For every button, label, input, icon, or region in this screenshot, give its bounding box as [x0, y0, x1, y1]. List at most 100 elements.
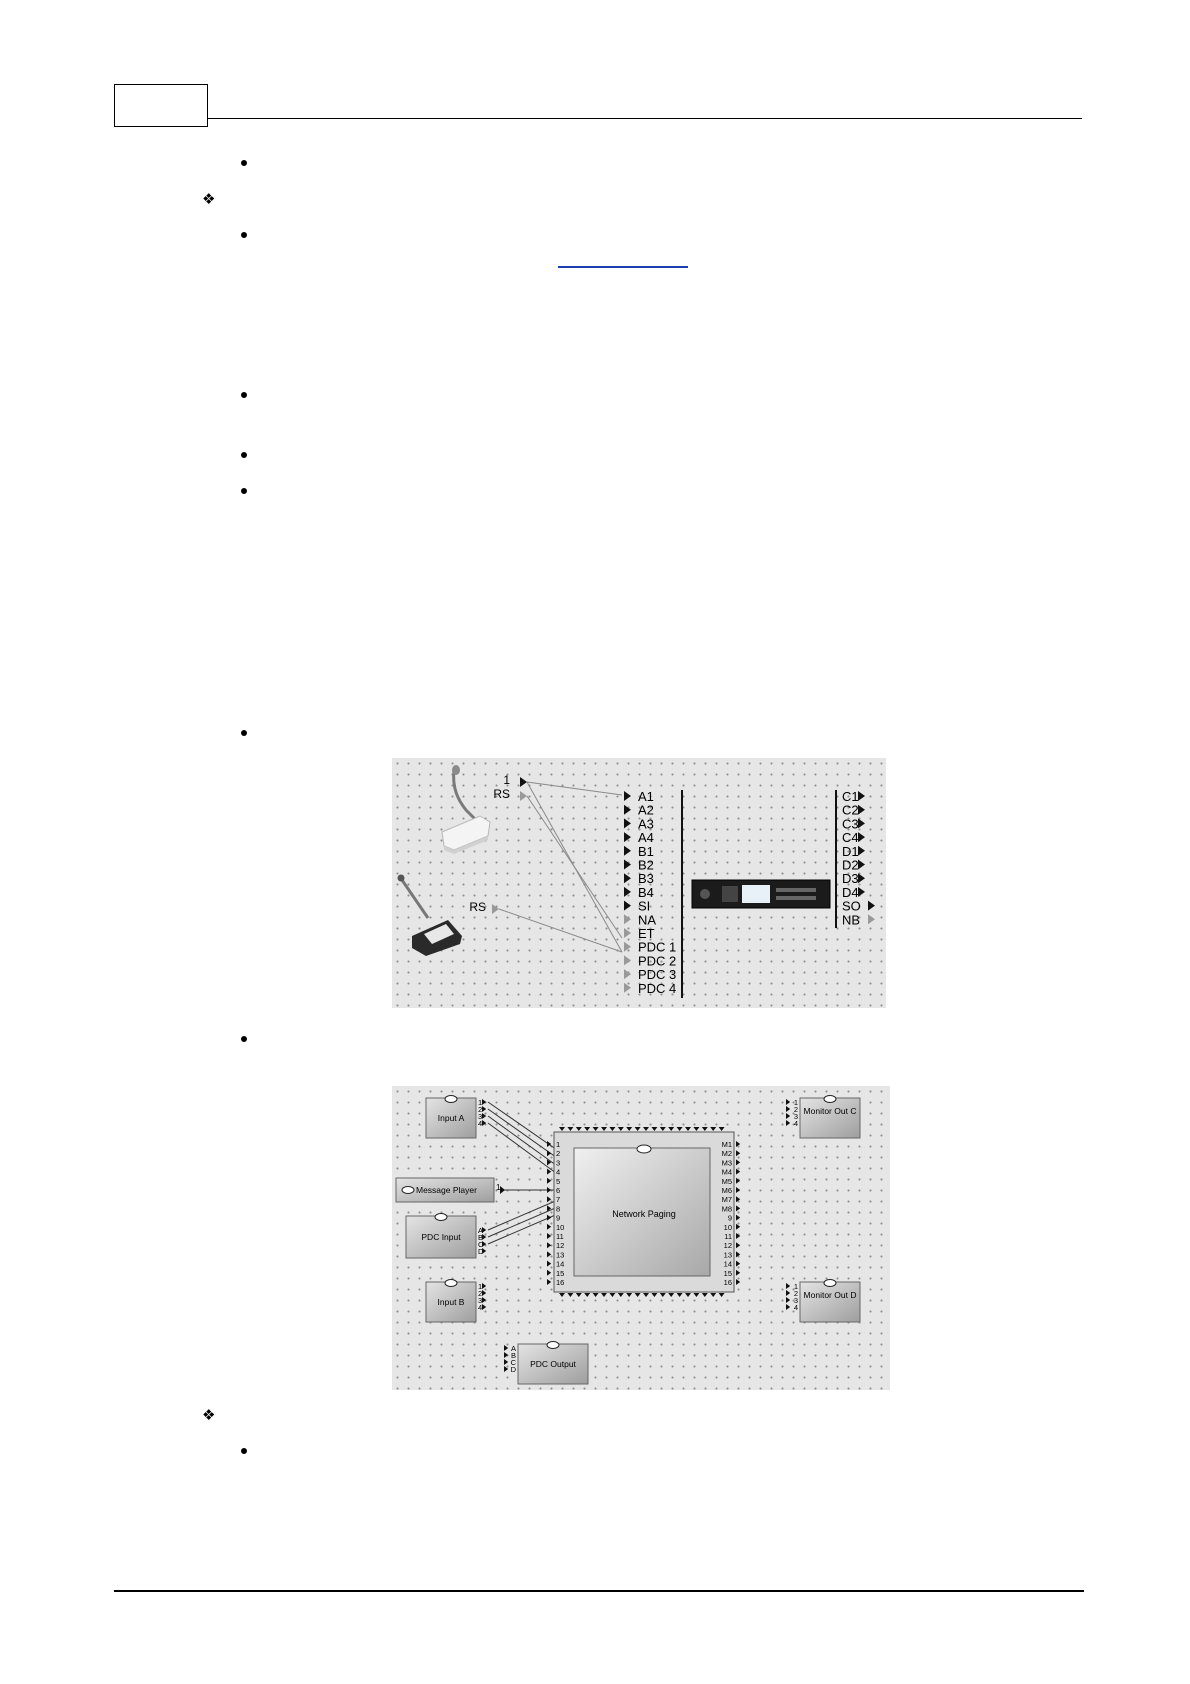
np-top-port-arrow[interactable] [718, 1127, 725, 1131]
np-right-port-arrow[interactable] [736, 1223, 741, 1230]
device-input-arrow[interactable] [624, 859, 631, 870]
device-input-arrow[interactable] [624, 873, 631, 884]
message-player-block[interactable]: Message Player 1 [395, 1177, 505, 1203]
np-left-port-arrow[interactable] [547, 1187, 552, 1193]
np-top-port-arrow[interactable] [643, 1127, 649, 1131]
mic-port-rs-arrow[interactable] [520, 791, 527, 801]
np-bottom-port-arrow[interactable] [626, 1293, 633, 1297]
port-arrow[interactable] [786, 1304, 791, 1310]
device-input-arrow[interactable] [624, 914, 631, 925]
np-top-port-arrow[interactable] [584, 1127, 591, 1131]
port-arrow[interactable] [482, 1297, 487, 1303]
np-bottom-port-arrow[interactable] [643, 1293, 649, 1297]
port-arrow[interactable] [504, 1345, 509, 1351]
np-top-port-arrow[interactable] [693, 1127, 700, 1131]
port-arrow[interactable] [482, 1283, 487, 1289]
device-input-arrow[interactable] [624, 941, 631, 952]
device-output-arrow[interactable] [858, 845, 865, 856]
np-bottom-port-arrow[interactable] [609, 1293, 616, 1297]
np-top-port-arrow[interactable] [601, 1127, 607, 1131]
np-top-port-arrow[interactable] [668, 1127, 675, 1131]
port-arrow[interactable] [786, 1283, 791, 1289]
device-output-arrow[interactable] [858, 859, 865, 870]
np-bottom-port-arrow[interactable] [693, 1293, 700, 1297]
device-input-arrow[interactable] [624, 900, 631, 911]
np-right-port-arrow[interactable] [736, 1269, 741, 1276]
np-right-port-arrow[interactable] [736, 1233, 741, 1239]
np-top-port-arrow[interactable] [634, 1127, 641, 1131]
np-bottom-port-arrow[interactable] [676, 1293, 683, 1297]
np-top-port-arrow[interactable] [592, 1127, 599, 1131]
np-left-port-arrow[interactable] [547, 1159, 552, 1166]
device-input-arrow[interactable] [624, 845, 631, 856]
np-left-port-arrow[interactable] [547, 1251, 552, 1258]
np-left-port-arrow[interactable] [547, 1223, 552, 1230]
np-left-port-arrow[interactable] [547, 1141, 552, 1147]
np-bottom-port-arrow[interactable] [701, 1293, 708, 1297]
np-left-port-arrow[interactable] [547, 1168, 552, 1175]
port-arrow[interactable] [786, 1106, 791, 1112]
port-arrow[interactable] [786, 1120, 791, 1126]
port-arrow[interactable] [482, 1106, 487, 1112]
gooseneck-microphone-icon[interactable] [441, 765, 491, 854]
device-output-arrow[interactable] [858, 832, 865, 843]
port-arrow[interactable] [786, 1099, 791, 1105]
network-paging-block[interactable]: Network Paging 12345678910111213141516M1… [547, 1127, 741, 1297]
device-output-arrow[interactable] [868, 914, 875, 925]
np-bottom-port-arrow[interactable] [718, 1293, 725, 1297]
np-bottom-port-arrow[interactable] [559, 1293, 565, 1297]
device-output-arrow[interactable] [858, 818, 865, 829]
port-arrow[interactable] [504, 1352, 509, 1358]
device-input-arrow[interactable] [624, 832, 631, 843]
device-output-arrow[interactable] [858, 804, 865, 815]
np-right-port-arrow[interactable] [736, 1177, 741, 1184]
np-bottom-port-arrow[interactable] [659, 1293, 666, 1297]
np-bottom-port-arrow[interactable] [617, 1293, 624, 1297]
np-right-port-arrow[interactable] [736, 1205, 741, 1212]
np-left-port-arrow[interactable] [547, 1242, 552, 1249]
np-top-port-arrow[interactable] [609, 1127, 616, 1131]
np-right-port-arrow[interactable] [736, 1242, 741, 1249]
device-input-arrow[interactable] [624, 791, 631, 801]
device-input-arrow[interactable] [624, 804, 631, 815]
np-left-port-arrow[interactable] [547, 1279, 552, 1285]
port-arrow[interactable] [786, 1113, 791, 1119]
port-arrow[interactable] [482, 1234, 487, 1240]
np-top-port-arrow[interactable] [676, 1127, 683, 1131]
device-output-arrow[interactable] [868, 900, 875, 911]
port-arrow[interactable] [786, 1290, 791, 1296]
np-right-port-arrow[interactable] [736, 1168, 741, 1175]
device-output-arrow[interactable] [858, 886, 865, 897]
np-top-port-arrow[interactable] [685, 1127, 691, 1131]
np-left-port-arrow[interactable] [547, 1205, 552, 1212]
np-right-port-arrow[interactable] [736, 1196, 741, 1203]
port-arrow[interactable] [482, 1290, 487, 1296]
np-top-port-arrow[interactable] [659, 1127, 666, 1131]
np-left-port-arrow[interactable] [547, 1233, 552, 1239]
port-arrow[interactable] [482, 1248, 487, 1254]
port-arrow[interactable] [482, 1113, 487, 1119]
np-left-port-arrow[interactable] [547, 1260, 552, 1267]
np-bottom-port-arrow[interactable] [651, 1293, 658, 1297]
np-right-port-arrow[interactable] [736, 1279, 741, 1285]
port-arrow[interactable] [504, 1366, 509, 1372]
port-arrow[interactable] [482, 1241, 487, 1247]
np-right-port-arrow[interactable] [736, 1159, 741, 1166]
np-top-port-arrow[interactable] [701, 1127, 708, 1131]
np-top-port-arrow[interactable] [710, 1127, 717, 1131]
np-right-port-arrow[interactable] [736, 1187, 741, 1193]
np-left-port-arrow[interactable] [547, 1196, 552, 1203]
port-arrow[interactable] [482, 1304, 487, 1310]
np-bottom-port-arrow[interactable] [634, 1293, 641, 1297]
np-top-port-arrow[interactable] [626, 1127, 633, 1131]
np-top-port-arrow[interactable] [575, 1127, 582, 1131]
station-port-rs-arrow[interactable] [492, 904, 499, 914]
np-left-port-arrow[interactable] [547, 1214, 552, 1221]
np-bottom-port-arrow[interactable] [584, 1293, 591, 1297]
np-right-port-arrow[interactable] [736, 1251, 741, 1258]
